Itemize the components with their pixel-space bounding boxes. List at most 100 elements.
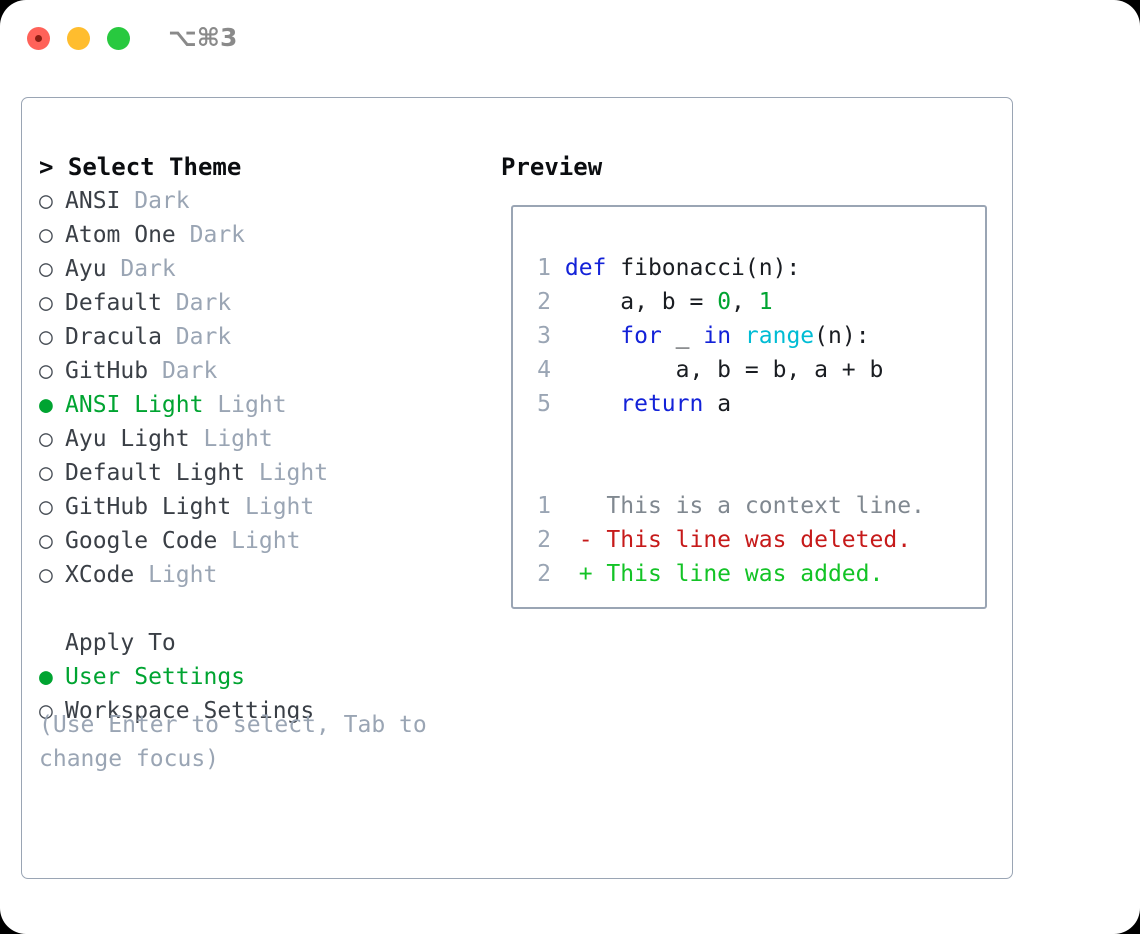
code-token: range — [744, 323, 815, 349]
code-token: a — [703, 391, 732, 417]
code-token: for — [620, 323, 662, 349]
code-token: a, b = — [564, 289, 718, 315]
apply-to-label: User Settings — [65, 664, 246, 690]
close-icon — [35, 35, 42, 42]
theme-item[interactable]: ○Atom One Dark — [39, 218, 489, 252]
line-number: 2 — [537, 527, 551, 553]
diff-line: 2 - This line was deleted. — [525, 523, 925, 557]
maximize-button[interactable] — [107, 27, 130, 50]
code-blank-line — [525, 455, 925, 489]
apply-to-heading: Apply To — [65, 630, 176, 656]
theme-name: GitHub — [65, 358, 149, 384]
code-token — [565, 391, 620, 417]
code-blank-line — [525, 421, 925, 455]
theme-item[interactable]: ○ XCode Light — [39, 558, 489, 592]
radio-unselected-icon[interactable]: ○ — [39, 358, 53, 384]
theme-item[interactable]: ○Ayu Dark — [39, 252, 489, 286]
radio-selected-icon[interactable]: ● — [39, 664, 53, 690]
theme-kind-badge: Dark — [161, 324, 232, 350]
theme-name: Google Code — [65, 528, 218, 554]
apply-to-label: Workspace Settings — [65, 698, 315, 724]
code-token: fibonacci(n): — [606, 255, 801, 281]
line-number: 2 — [537, 561, 551, 587]
code-token: in — [703, 323, 732, 349]
theme-item[interactable]: ○ GitHub Light Light — [39, 490, 489, 524]
radio-unselected-icon[interactable]: ○ — [39, 426, 53, 452]
preview-column: Preview 1 def fibonacci(n):2 a, b = 0, 1… — [501, 150, 987, 609]
line-number: 5 — [537, 391, 551, 417]
theme-kind-badge: Light — [231, 494, 315, 520]
code-line: 2 a, b = 0, 1 — [525, 285, 925, 319]
theme-name: XCode — [65, 562, 135, 588]
radio-unselected-icon[interactable]: ○ — [39, 188, 53, 214]
keyboard-shortcut-label: ⌥⌘3 — [168, 23, 238, 52]
diff-text: This line was deleted. — [592, 527, 912, 553]
apply-to-option[interactable]: ● User Settings — [39, 660, 489, 694]
radio-unselected-icon[interactable]: ○ — [39, 494, 53, 520]
theme-kind-badge: Light — [245, 460, 329, 486]
theme-kind-badge: Dark — [161, 290, 232, 316]
radio-selected-icon[interactable]: ● — [39, 392, 53, 418]
theme-kind-badge: Light — [189, 426, 273, 452]
radio-unselected-icon[interactable]: ○ — [39, 460, 53, 486]
keyboard-hint-text: (Use Enter to select, Tab to change focu… — [39, 712, 427, 772]
theme-name: Default — [65, 290, 162, 316]
radio-unselected-icon[interactable]: ○ — [39, 698, 53, 724]
theme-name: Ayu Light — [65, 426, 190, 452]
theme-item[interactable]: ○ Ayu Light Light — [39, 422, 489, 456]
radio-unselected-icon[interactable]: ○ — [39, 290, 53, 316]
apply-to-heading-row: Apply To — [39, 626, 489, 660]
theme-name: Atom One — [65, 222, 176, 248]
diff-text: This line was added. — [592, 561, 884, 587]
main-panel: > Select Theme ○ANSI Dark○Atom One Dark○… — [21, 97, 1013, 879]
diff-sign: - — [578, 527, 593, 553]
code-token: a, b = b, a + b — [564, 357, 884, 383]
radio-unselected-icon[interactable]: ○ — [39, 528, 53, 554]
preview-heading: Preview — [501, 153, 603, 181]
radio-unselected-icon[interactable]: ○ — [39, 256, 53, 282]
radio-unselected-icon[interactable]: ○ — [39, 324, 53, 350]
theme-name: ANSI Light — [65, 392, 204, 418]
code-token: 1 — [758, 289, 773, 315]
theme-item[interactable]: ○ Default Dark — [39, 286, 489, 320]
code-token: (n): — [814, 323, 870, 349]
theme-kind-badge: Light — [134, 562, 218, 588]
minimize-button[interactable] — [67, 27, 90, 50]
theme-kind-badge: Dark — [106, 256, 176, 282]
code-line: 4 a, b = b, a + b — [525, 353, 925, 387]
theme-item[interactable]: ○Google Code Light — [39, 524, 489, 558]
theme-name: Default Light — [65, 460, 246, 486]
code-token: return — [620, 391, 704, 417]
code-token: 0 — [717, 289, 732, 315]
radio-unselected-icon[interactable]: ○ — [39, 562, 53, 588]
apply-to-options[interactable]: ● User Settings ○ Workspace Settings — [39, 660, 489, 728]
theme-item[interactable]: ○Dracula Dark — [39, 320, 489, 354]
theme-selector-column: > Select Theme ○ANSI Dark○Atom One Dark○… — [39, 150, 489, 728]
diff-sign: + — [578, 561, 593, 587]
theme-item[interactable]: ○ Default Light Light — [39, 456, 489, 490]
line-number: 3 — [537, 323, 551, 349]
list-spacer — [39, 592, 489, 626]
theme-kind-badge: Dark — [148, 358, 218, 384]
theme-item[interactable]: ○ANSI Dark — [39, 184, 489, 218]
theme-name: GitHub Light — [65, 494, 232, 520]
close-button[interactable] — [27, 27, 50, 50]
theme-list[interactable]: ○ANSI Dark○Atom One Dark○Ayu Dark○Defaul… — [39, 184, 489, 592]
line-number: 1 — [537, 493, 551, 519]
line-number: 1 — [537, 255, 551, 281]
titlebar: ⌥⌘3 — [0, 0, 1140, 78]
theme-item[interactable]: ●ANSI Light Light — [39, 388, 489, 422]
theme-name: ANSI — [65, 188, 121, 214]
theme-item[interactable]: ○ GitHub Dark — [39, 354, 489, 388]
code-token — [731, 323, 745, 349]
diff-line: 1 This is a context line. — [525, 489, 925, 523]
code-line: 5 return a — [525, 387, 925, 421]
apply-to-option[interactable]: ○ Workspace Settings — [39, 694, 489, 728]
radio-unselected-icon[interactable]: ○ — [39, 222, 53, 248]
select-theme-heading: > Select Theme — [39, 153, 242, 181]
code-token: , — [731, 289, 759, 315]
code-line: 1 def fibonacci(n): — [525, 251, 925, 285]
